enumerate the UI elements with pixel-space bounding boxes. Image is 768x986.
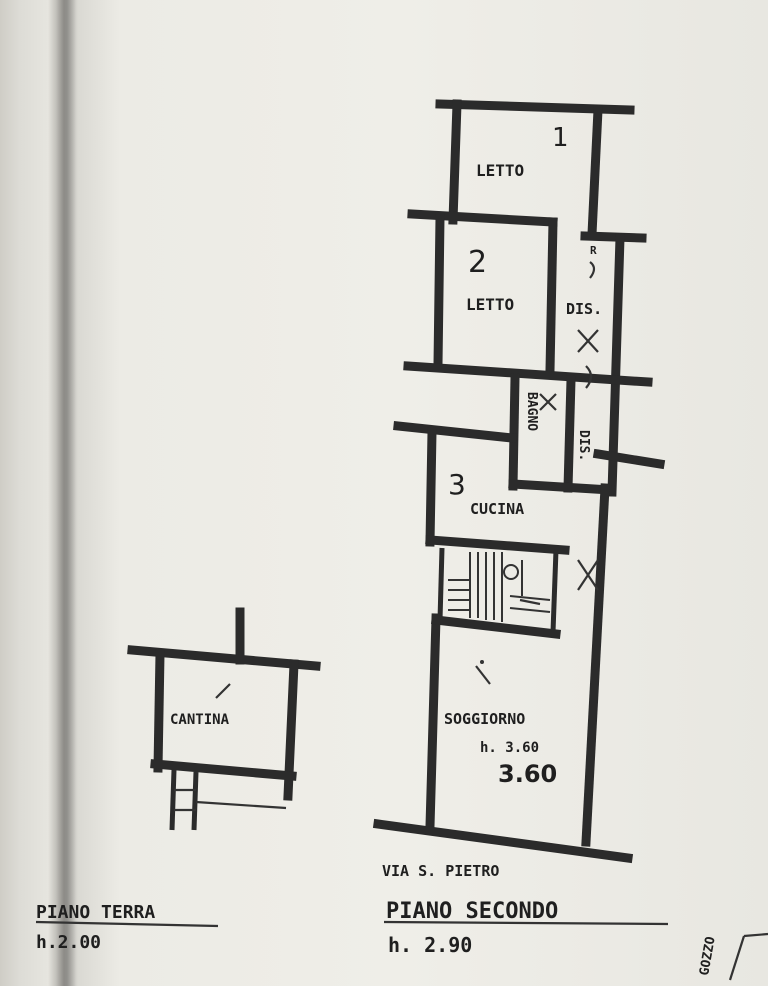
- room-label-letto-1: LETTO: [476, 161, 524, 180]
- room-label-cantina: CANTINA: [170, 712, 230, 728]
- room-label-disimpegno-upper: DIS.: [566, 300, 602, 318]
- staircase: [448, 552, 551, 622]
- soggiorno-height-bold: 3.60: [498, 760, 557, 788]
- title-underlines: [35, 920, 669, 928]
- room-label-ripostiglio: R: [590, 244, 597, 257]
- door-marks: [475, 261, 599, 685]
- book-fold-shadow: [56, 0, 78, 986]
- room-label-bagno: BAGNO: [524, 392, 539, 431]
- room-number-2: 2: [468, 245, 487, 280]
- room-label-disimpegno-lower: DIS.: [576, 430, 591, 461]
- street-label: VIA S. PIETRO: [382, 862, 499, 880]
- room-label-soggiorno: SOGGIORNO: [444, 710, 525, 728]
- room-label-letto-2: LETTO: [466, 295, 514, 314]
- corner-fragment-line-2: [743, 932, 768, 938]
- second-floor-walls: [372, 99, 666, 864]
- soggiorno-height-note: h. 3.60: [480, 740, 539, 756]
- ground-floor-height: h.2.00: [36, 932, 101, 953]
- room-label-cucina: CUCINA: [470, 500, 524, 518]
- corner-fragment-line: [728, 935, 746, 981]
- ground-floor-title: PIANO TERRA: [36, 902, 155, 923]
- cantina-walls: [127, 607, 321, 831]
- second-floor-title: PIANO SECONDO: [386, 899, 558, 924]
- room-number-1: 1: [552, 123, 569, 153]
- second-floor-height: h. 2.90: [388, 933, 472, 957]
- room-number-3: 3: [448, 468, 466, 501]
- corner-fragment-label: GOZZO: [697, 935, 719, 976]
